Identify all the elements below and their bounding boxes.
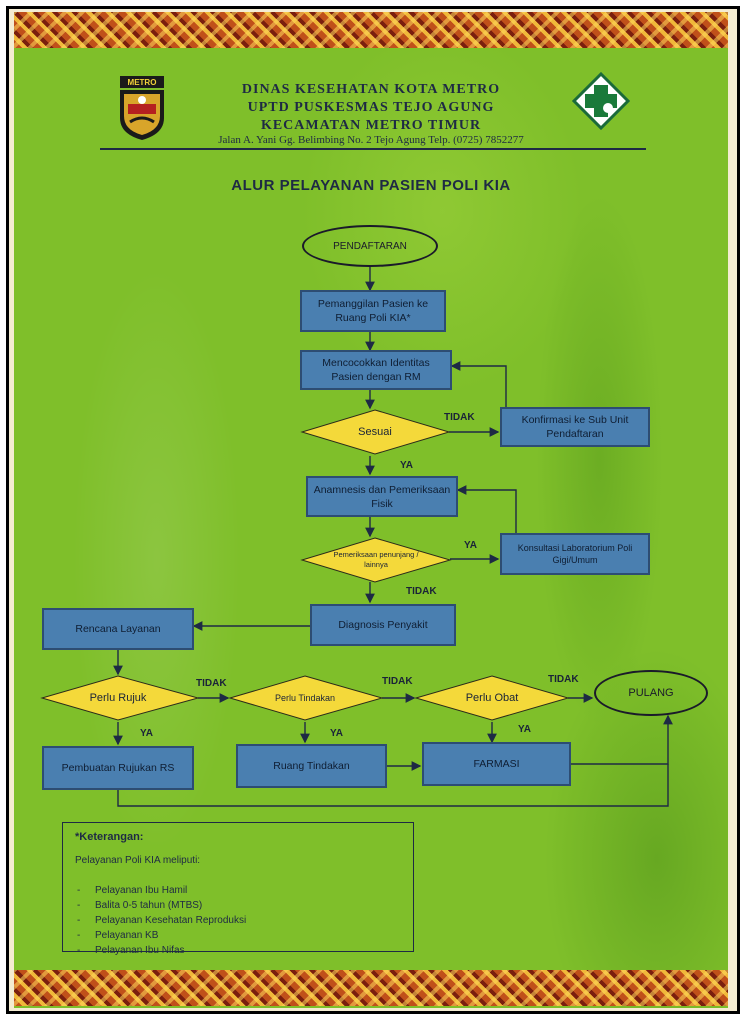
diamond-perlu-rujuk bbox=[40, 675, 200, 721]
edge-label-tidak-pemeriksaan: TIDAK bbox=[406, 586, 437, 597]
flowchart bbox=[40, 267, 673, 807]
header-divider bbox=[100, 148, 646, 150]
diamond-sesuai bbox=[300, 409, 451, 455]
keterangan-box: *Keterangan: Pelayanan Poli KIA meliputi… bbox=[62, 822, 414, 958]
keterangan-subheading: Pelayanan Poli KIA meliputi: bbox=[75, 855, 201, 866]
label-perlu-obat: Perlu Obat bbox=[465, 692, 519, 704]
node-ruang-tindakan: Ruang Tindakan bbox=[236, 744, 387, 788]
header-address: Jalan A. Yani Gg. Belimbing No. 2 Tejo A… bbox=[218, 134, 524, 146]
edge-label-tidak-rujuk: TIDAK bbox=[196, 678, 227, 689]
diamond-pemeriksaan bbox=[300, 537, 452, 583]
list-item: Pelayanan Ibu Nifas bbox=[77, 943, 246, 958]
label-perlu-rujuk: Perlu Rujuk bbox=[89, 692, 147, 704]
node-farmasi: FARMASI bbox=[422, 742, 571, 786]
diamond-perlu-obat bbox=[414, 675, 570, 721]
edge-label-tidak-tindakan: TIDAK bbox=[382, 676, 413, 687]
list-item: Balita 0-5 tahun (MTBS) bbox=[77, 898, 246, 913]
edge-label-tidak-sesuai: TIDAK bbox=[444, 412, 475, 423]
node-anamnesis: Anamnesis dan Pemeriksaan Fisik bbox=[306, 476, 458, 517]
node-pembuatan-rujukan: Pembuatan Rujukan RS bbox=[42, 746, 194, 790]
node-diagnosis: Diagnosis Penyakit bbox=[310, 604, 456, 646]
puskesmas-logo-icon bbox=[572, 72, 630, 130]
edge-konfirmasi-mencocokkan bbox=[450, 361, 507, 407]
kota-metro-logo-icon: METRO bbox=[120, 76, 164, 140]
keterangan-heading: *Keterangan: bbox=[75, 831, 144, 843]
label-pemeriksaan: Pemeriksaan penunjang / lainnya bbox=[333, 550, 419, 569]
list-item: Pelayanan Kesehatan Reproduksi bbox=[77, 913, 246, 928]
diamond-perlu-tindakan bbox=[228, 675, 384, 721]
node-konfirmasi: Konfirmasi ke Sub Unit Pendaftaran bbox=[500, 407, 650, 447]
bottom-ornament-band bbox=[14, 970, 728, 1006]
edge-label-ya-sesuai: YA bbox=[400, 460, 413, 471]
poster: METRO DINAS KESEHATAN KOTA METRO UPTD PU… bbox=[14, 12, 728, 1008]
node-mencocokkan: Mencocokkan Identitas Pasien dengan RM bbox=[300, 350, 452, 390]
edge-konsultasi-anamnesis bbox=[456, 485, 517, 533]
node-pemanggilan: Pemanggilan Pasien ke Ruang Poli KIA* bbox=[300, 290, 446, 332]
page-title: ALUR PELAYANAN PASIEN POLI KIA bbox=[231, 177, 511, 194]
edge-label-ya-rujuk: YA bbox=[140, 728, 153, 739]
header-line-3: KECAMATAN METRO TIMUR bbox=[260, 118, 482, 133]
label-sesuai: Sesuai bbox=[358, 426, 392, 438]
edge-label-ya-pemeriksaan: YA bbox=[464, 540, 477, 551]
edge-label-ya-obat: YA bbox=[518, 724, 531, 735]
top-ornament-band bbox=[14, 12, 728, 48]
node-pendaftaran: PENDAFTARAN bbox=[302, 225, 438, 267]
edge-farmasi-pulang bbox=[571, 714, 673, 765]
header-line-1: DINAS KESEHATAN KOTA METRO bbox=[241, 82, 501, 97]
svg-text:METRO: METRO bbox=[128, 78, 157, 87]
node-konsultasi: Konsultasi Laboratorium Poli Gigi/Umum bbox=[500, 533, 650, 575]
node-rencana: Rencana Layanan bbox=[42, 608, 194, 650]
list-item: Pelayanan KB bbox=[77, 928, 246, 943]
keterangan-list: Pelayanan Ibu Hamil Balita 0-5 tahun (MT… bbox=[77, 883, 246, 958]
edge-rujukan-pulang bbox=[117, 764, 669, 807]
list-item: Pelayanan Ibu Hamil bbox=[77, 883, 246, 898]
header-line-2: UPTD PUSKESMAS TEJO AGUNG bbox=[247, 100, 495, 115]
edge-label-tidak-obat: TIDAK bbox=[548, 674, 579, 685]
node-pulang: PULANG bbox=[594, 670, 708, 716]
edge-label-ya-tindakan: YA bbox=[330, 728, 343, 739]
label-perlu-tindakan: Perlu Tindakan bbox=[274, 693, 336, 703]
